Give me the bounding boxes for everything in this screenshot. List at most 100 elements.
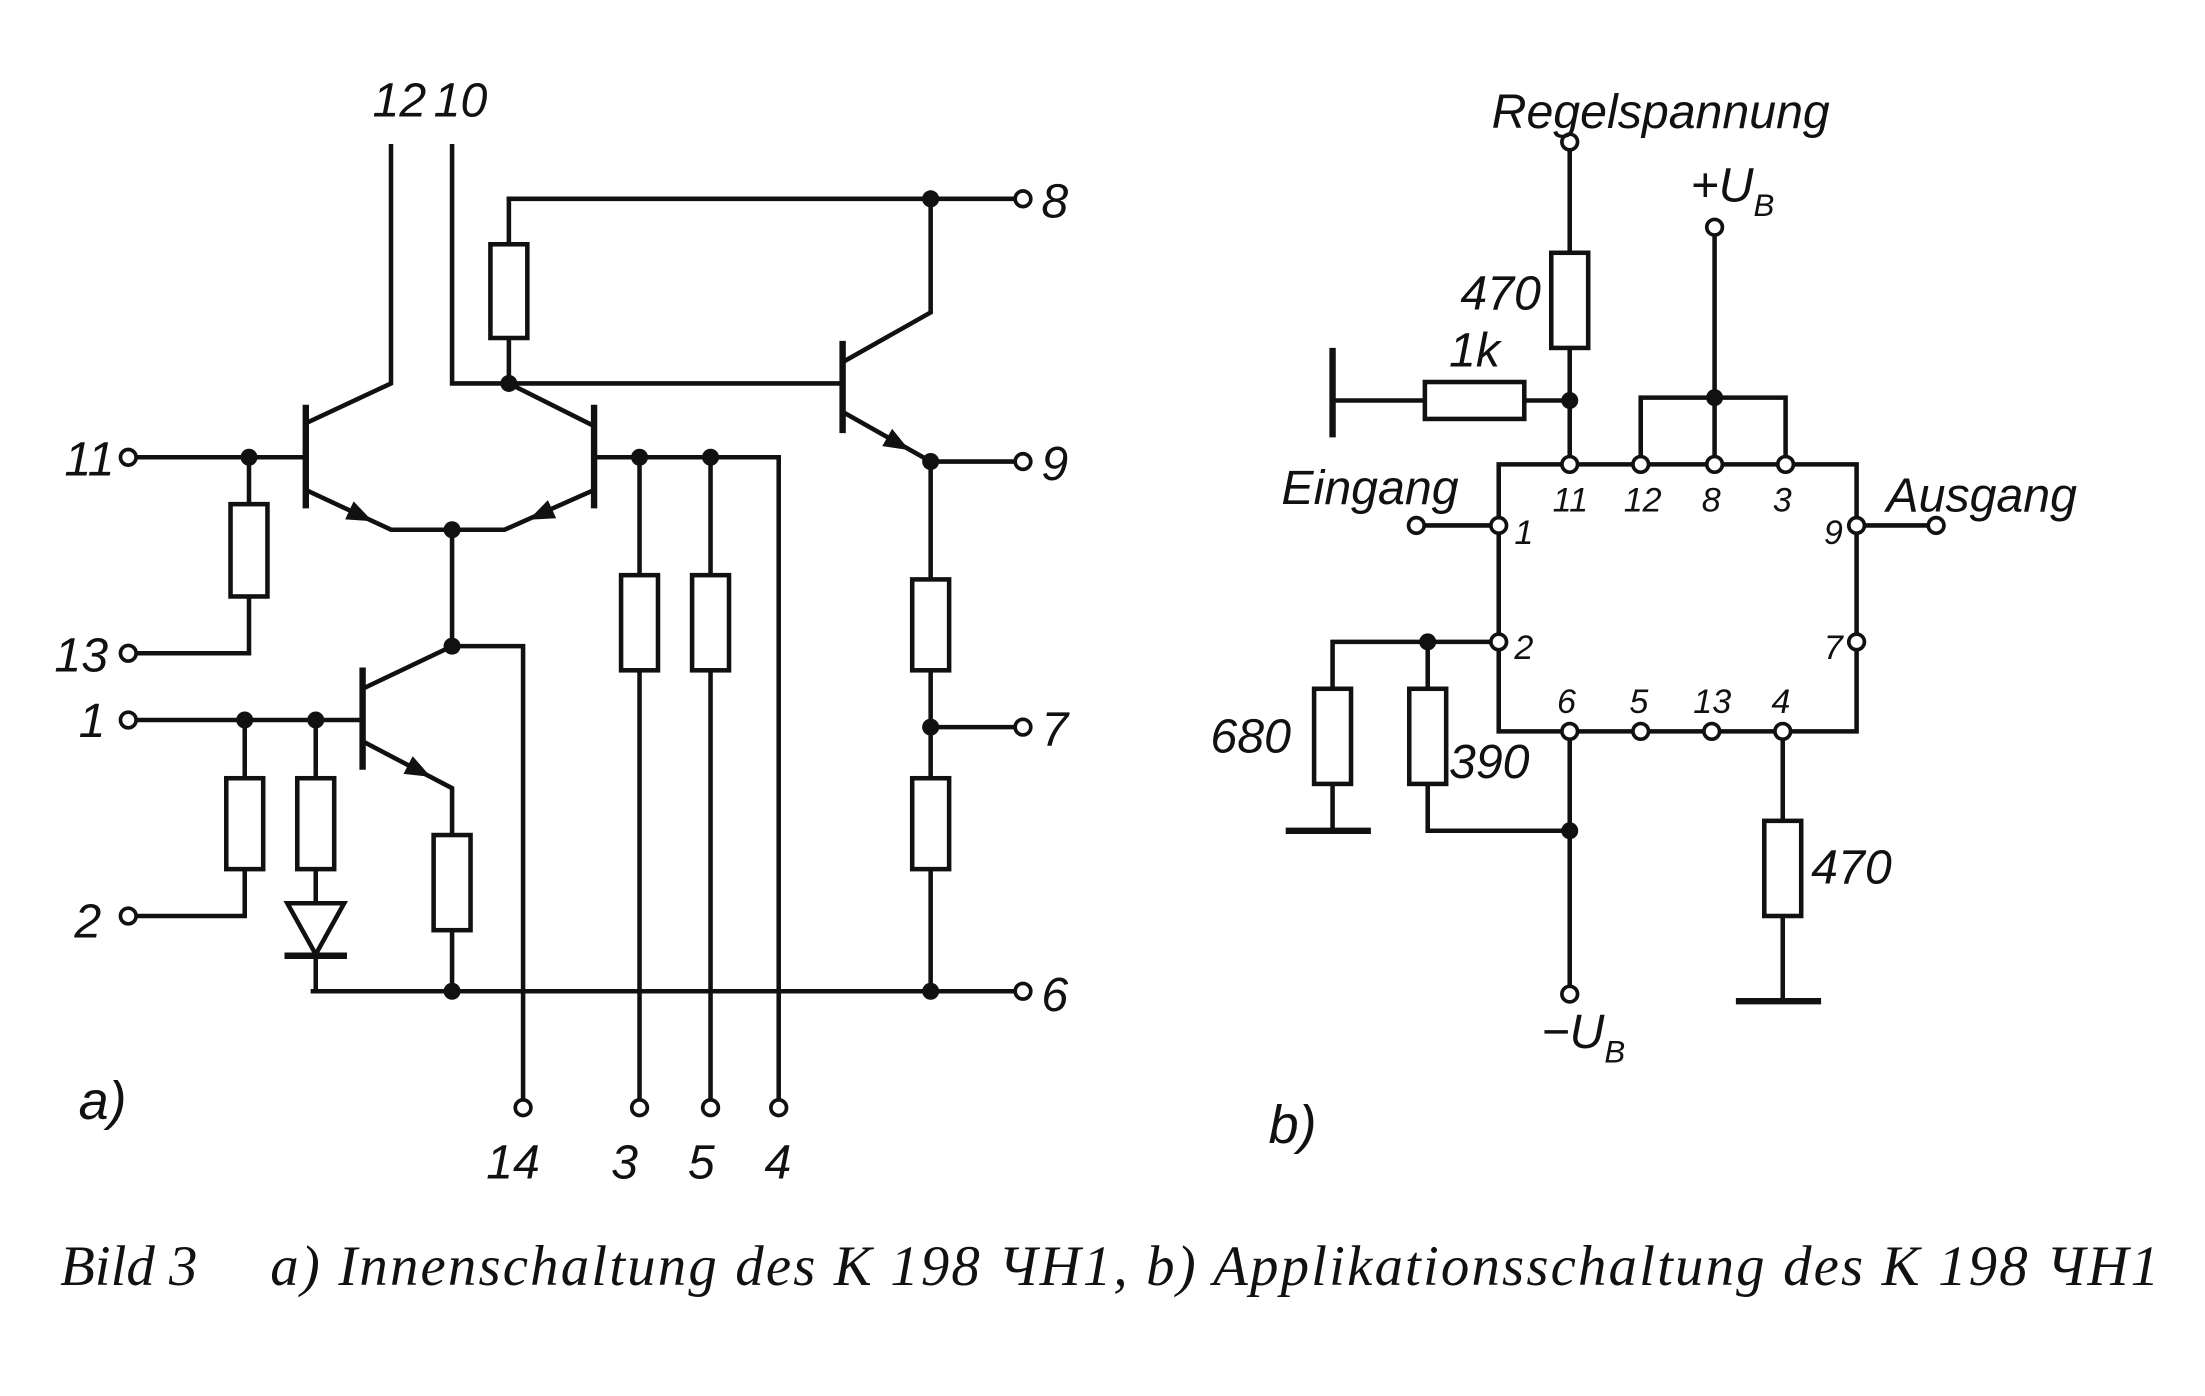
junction-dot [922,718,940,736]
wire [449,527,526,1102]
terminal-pin [1489,515,1509,536]
ic-pin-4: 4 [1771,683,1790,721]
ic-pin-11: 11 [1553,481,1588,519]
emitter-arrow [345,501,373,522]
terminal-pin [1013,981,1033,1001]
minus-supply-sub: B [1604,1034,1625,1069]
junction-dot [443,521,461,539]
plus-supply-label: +UB [1690,159,1774,223]
junction-dot [240,448,258,466]
pin-label-10: 10 [434,73,488,127]
resistor-1k-label: 1k [1449,323,1503,377]
terminal-pin [1773,721,1793,742]
resistor-390-label: 390 [1449,735,1530,789]
junction-dot [1561,822,1579,840]
pin-label-8: 8 [1041,174,1068,228]
junction-dot [1706,389,1724,407]
junction-dot [702,448,720,466]
resistor [618,572,661,673]
diode-icon [283,900,349,960]
junction-dot [1561,391,1579,410]
ic-pin-8: 8 [1702,481,1721,519]
junction-dot [236,711,254,729]
terminal-pin [513,1098,533,1118]
terminal-pin [1704,454,1725,475]
control-voltage-label: Regelspannung [1492,85,1830,139]
ic-pin-5: 5 [1629,683,1649,721]
pin-label-1: 1 [79,694,106,748]
output-label: Ausgang [1883,468,2077,522]
resistor [1548,250,1591,351]
terminal-pin [1013,451,1033,472]
terminal-pin [1489,632,1509,652]
terminal-pin [1846,632,1867,652]
pin-label-11: 11 [64,433,114,487]
junction-dot [922,190,940,208]
resistor [488,241,530,341]
resistor [1422,379,1527,422]
junction-dot [443,637,461,655]
resistor-470-top-label: 470 [1460,267,1541,321]
terminal-pin [629,1098,650,1118]
emitter-arrow [882,428,910,451]
junction-dot [631,448,649,466]
terminal-pin [1702,721,1722,742]
plus-supply-text: +U [1690,159,1754,213]
resistor [1311,686,1354,787]
ic-pin-9: 9 [1824,514,1843,552]
wire [839,408,934,465]
terminal-pin [118,906,138,926]
junction-dot [443,982,461,1000]
terminal-pin [1560,984,1580,1004]
terminal-pin [1560,132,1580,152]
caption-number: Bild 3 [60,1235,197,1298]
junction-dot [500,374,518,392]
junction-dot [922,982,940,1000]
wire [302,144,394,427]
wire [505,380,598,430]
terminal-pin [1631,454,1651,475]
panel-b-label: b) [1269,1095,1317,1155]
ic-pin-2: 2 [1513,629,1533,667]
terminal-pin [1704,217,1725,237]
terminal-pin [769,1098,789,1118]
caption-text: a) Innenschaltung des K 198 ЧН1, b) Appl… [270,1235,2159,1298]
terminal-pin [118,643,138,663]
pin-label-7: 7 [1041,703,1070,757]
terminal-pin [1775,454,1796,475]
terminal-pin [1631,721,1651,742]
pin-label-9: 9 [1041,437,1068,491]
terminal-pin [118,710,138,730]
resistor [223,775,266,872]
wire [506,196,933,366]
ic-pin-6: 6 [1557,683,1576,721]
wire [449,144,845,386]
pin-label-6: 6 [1041,968,1068,1022]
input-label: Eingang [1281,461,1458,515]
wire [591,455,781,1102]
ic-pin-12: 12 [1624,481,1662,519]
resistor [909,775,952,872]
pin-label-13: 13 [54,629,108,683]
terminal-pin [1846,515,1867,536]
pin-label-5: 5 [688,1136,715,1190]
pin-label-12: 12 [373,73,427,127]
terminal-pin [1013,717,1033,737]
ic-pin-7: 7 [1824,629,1844,667]
minus-supply-text: −U [1541,1005,1605,1059]
resistor-470-bottom-label: 470 [1811,840,1892,894]
terminal-pin [1560,721,1580,742]
resistor [689,572,732,673]
resistor-680-label: 680 [1210,710,1291,764]
wires [134,144,1930,1102]
wire [359,643,456,692]
terminal-pin [1406,515,1427,536]
junction-dot [307,711,325,729]
junction-dot [922,453,940,471]
terminal-pin [1926,515,1946,536]
terminal-pin [1560,454,1580,475]
resistor [1406,686,1449,787]
minus-supply-label: −UB [1541,1005,1625,1069]
resistor [295,775,337,872]
